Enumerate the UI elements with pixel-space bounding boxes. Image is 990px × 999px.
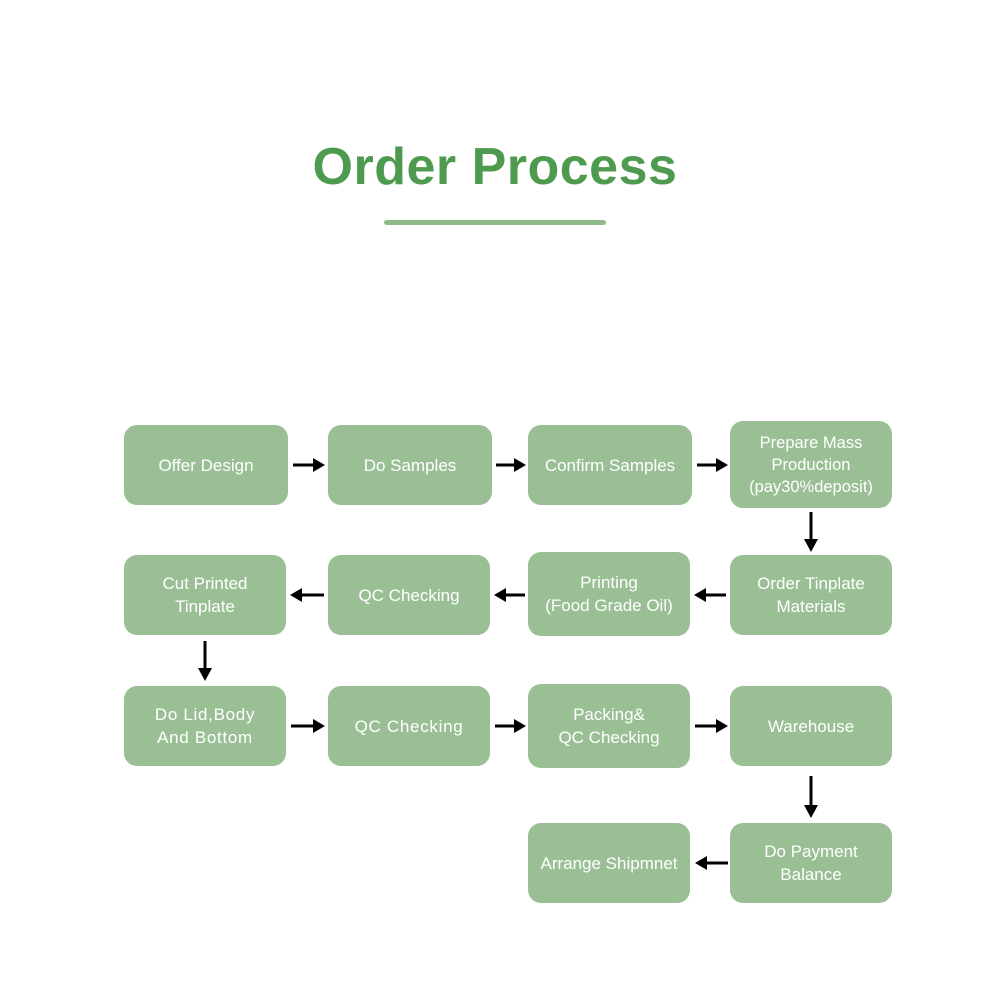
arrow-prepare-mass-to-order-tinplate: [801, 512, 821, 552]
node-label: Warehouse: [736, 715, 886, 738]
node-printing-food-grade-oil[interactable]: Printing (Food Grade Oil): [528, 552, 690, 636]
node-qc-checking-2[interactable]: QC Checking: [328, 686, 490, 766]
page-title-block: Order Process: [0, 136, 990, 225]
node-warehouse[interactable]: Warehouse: [730, 686, 892, 766]
arrow-qc-checking-1-to-cut-printed: [290, 585, 324, 605]
arrow-order-tinplate-to-printing: [694, 585, 726, 605]
arrow-qc-checking-2-to-packing-qc: [495, 716, 526, 736]
node-label: Packing& QC Checking: [534, 703, 684, 749]
arrow-do-samples-to-confirm-samples: [496, 455, 526, 475]
arrow-printing-to-qc-checking-1: [494, 585, 525, 605]
node-label: Confirm Samples: [534, 454, 686, 477]
node-label: QC Checking: [334, 584, 484, 607]
arrow-do-lid-body-to-qc-checking-2: [291, 716, 325, 736]
node-label: Do Lid,Body And Bottom: [130, 703, 280, 749]
node-label: Prepare Mass Production (pay30%deposit): [736, 432, 886, 498]
arrow-warehouse-to-do-payment-balance: [801, 776, 821, 818]
arrow-cut-printed-to-do-lid-body: [195, 641, 215, 681]
node-packing-and-qc-checking[interactable]: Packing& QC Checking: [528, 684, 690, 768]
title-underline-rule: [384, 220, 606, 225]
node-arrange-shipment[interactable]: Arrange Shipmnet: [528, 823, 690, 903]
arrow-packing-qc-to-warehouse: [695, 716, 728, 736]
node-order-tinplate-materials[interactable]: Order Tinplate Materials: [730, 555, 892, 635]
arrow-offer-design-to-do-samples: [293, 455, 325, 475]
page-title: Order Process: [0, 136, 990, 198]
node-prepare-mass-production[interactable]: Prepare Mass Production (pay30%deposit): [730, 421, 892, 508]
node-label: Order Tinplate Materials: [736, 572, 886, 618]
node-label: QC Checking: [334, 715, 484, 738]
arrow-confirm-samples-to-prepare-mass: [697, 455, 728, 475]
arrow-do-payment-balance-to-arrange-shipment: [695, 853, 728, 873]
node-qc-checking-1[interactable]: QC Checking: [328, 555, 490, 635]
node-label: Cut Printed Tinplate: [130, 572, 280, 618]
node-cut-printed-tinplate[interactable]: Cut Printed Tinplate: [124, 555, 286, 635]
node-label: Do Samples: [334, 454, 486, 477]
node-confirm-samples[interactable]: Confirm Samples: [528, 425, 692, 505]
node-label: Do Payment Balance: [736, 840, 886, 886]
node-label: Arrange Shipmnet: [534, 852, 684, 875]
node-label: Printing (Food Grade Oil): [534, 571, 684, 617]
node-offer-design[interactable]: Offer Design: [124, 425, 288, 505]
node-do-lid-body-and-bottom[interactable]: Do Lid,Body And Bottom: [124, 686, 286, 766]
node-do-payment-balance[interactable]: Do Payment Balance: [730, 823, 892, 903]
node-label: Offer Design: [130, 454, 282, 477]
node-do-samples[interactable]: Do Samples: [328, 425, 492, 505]
